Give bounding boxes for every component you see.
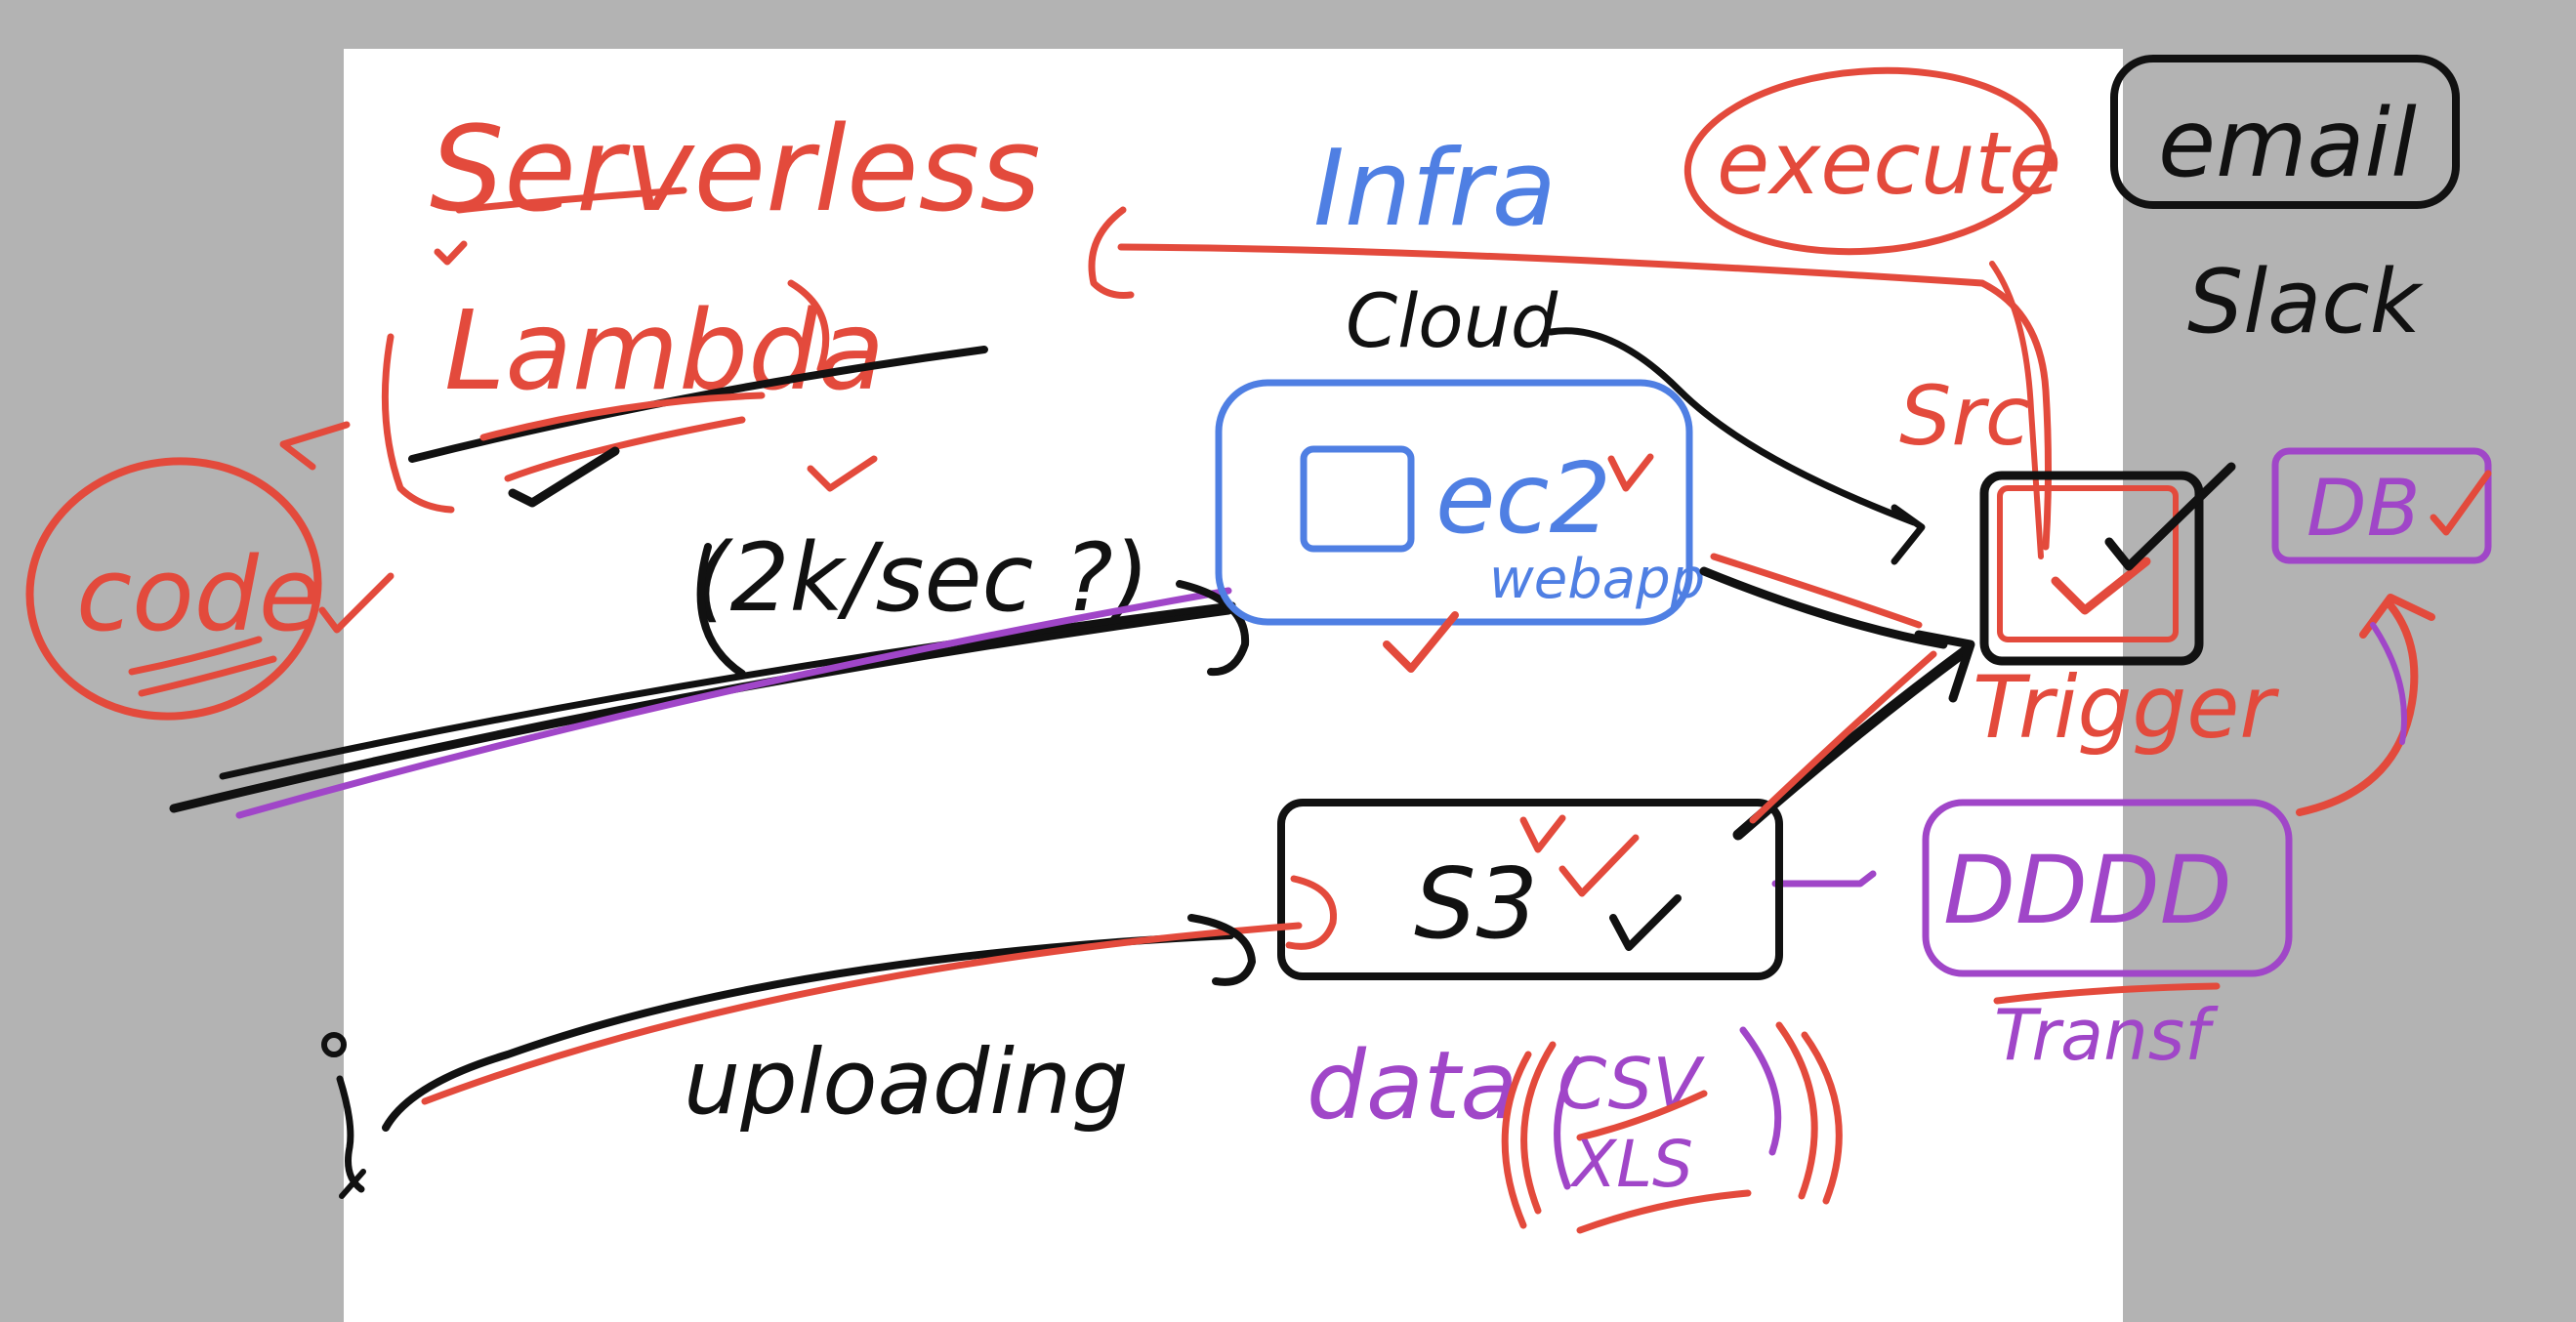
s3-tick-red-1 — [1519, 814, 1566, 853]
arrowhead-cloud-to-src — [1890, 504, 1926, 565]
execute-circle — [1683, 66, 2053, 256]
db-label: DB — [2306, 463, 2420, 554]
transform-box — [1922, 799, 2293, 977]
arrowhead-to-ec2 — [1176, 580, 1250, 677]
lambda-strike-red-2 — [504, 416, 746, 482]
slack-label: Slack — [2187, 251, 2425, 353]
xls-underline — [1576, 1189, 1752, 1234]
arrow-to-ec2-black-2 — [219, 601, 1236, 780]
lambda-tick-red — [807, 455, 878, 492]
lambda-bracket-left — [381, 333, 455, 514]
email-box — [2110, 55, 2460, 209]
s3-box — [1277, 799, 1783, 980]
data-label: data — [1307, 1031, 1517, 1140]
db-box — [2271, 447, 2492, 564]
cloud-label: Cloud — [1346, 277, 1558, 364]
code-tick — [318, 572, 395, 634]
arrow-ec2-to-trigger — [1699, 566, 1948, 649]
data-paren-left-purple — [1554, 1055, 1581, 1190]
trigger-check-black — [2104, 462, 2236, 571]
s3-label: S3 — [1414, 847, 1538, 961]
arrow-s3-to-transform — [1771, 870, 1877, 888]
arrow-to-code — [279, 421, 351, 471]
arrow-s3-to-trigger-red — [1749, 650, 1937, 824]
uploading-label: uploading — [684, 1030, 1129, 1135]
arrow-to-ec2-black — [169, 605, 1233, 813]
data-paren-right-2 — [1801, 1031, 1843, 1205]
s3-tick-red-2 — [1558, 834, 1640, 897]
trigger-check-red — [2051, 557, 2151, 615]
data-paren-right-1 — [1775, 1021, 1818, 1200]
user-foot — [339, 1169, 366, 1199]
ec2-tick — [1607, 453, 1654, 492]
arrow-cloud-to-src — [1547, 327, 1918, 526]
rate-paren-hook — [696, 543, 746, 678]
src-label: Src — [1899, 368, 2030, 464]
lambda-bracket-right — [787, 279, 830, 373]
trigger-label: Trigger — [1973, 657, 2279, 758]
arrowhead-upload — [1187, 914, 1256, 986]
ec2-label: ec2 — [1435, 441, 1611, 556]
transf-overline — [1993, 982, 2221, 1005]
arrow-to-ec2-purple — [235, 587, 1232, 819]
arrow-ec2-to-trigger-red — [1710, 553, 1923, 629]
lambda-label: Lambda — [444, 288, 885, 415]
rate-label: (2k/sec ?) — [693, 523, 1149, 633]
arrow-s3-to-trigger — [1732, 643, 1974, 841]
code-underline-2 — [138, 655, 277, 697]
trigger-box — [1979, 471, 2204, 666]
s3-tick-black — [1609, 894, 1682, 951]
transf-label: Transf — [1994, 994, 2219, 1076]
serverless-underline — [455, 186, 687, 214]
data-paren-left-1 — [1520, 1041, 1557, 1215]
lambda-strike-red — [479, 392, 766, 441]
execute-arrowhead — [1088, 206, 1135, 299]
execute-loop-line-2 — [1989, 261, 2044, 559]
code-label: code — [76, 535, 321, 654]
code-underline-1 — [128, 636, 263, 676]
infra-label: Infra — [1313, 128, 1557, 250]
data-paren-left-2 — [1501, 1051, 1532, 1229]
execute-label: execute — [1717, 113, 2061, 214]
user-head — [321, 1032, 347, 1057]
arrow-transf-to-db-purple — [2370, 622, 2407, 745]
arrow-transf-to-db — [2296, 601, 2419, 816]
dddd-label: DDDD — [1943, 836, 2232, 945]
arrow-upload-black — [382, 931, 1234, 1132]
serverless-tick — [434, 240, 468, 266]
ec2-instance-icon — [1300, 445, 1415, 553]
execute-loop-line — [1117, 243, 2052, 551]
ec2-check-red — [1383, 611, 1459, 673]
csv-xls-divider — [1576, 1090, 1708, 1141]
s3-entry-red — [1285, 875, 1337, 950]
serverless-label: Serverless — [430, 103, 1041, 238]
csv-label: CSV — [1558, 1043, 1705, 1125]
data-paren-right-purple — [1739, 1026, 1782, 1156]
arrow-upload-red — [421, 922, 1303, 1105]
trigger-box-inner — [1997, 485, 2179, 642]
email-label: email — [2158, 89, 2417, 198]
xls-label: XLS — [1569, 1127, 1693, 1202]
db-tick — [2430, 470, 2492, 536]
user-body — [336, 1075, 365, 1193]
whiteboard-page — [344, 49, 2123, 1322]
lambda-check-black — [508, 446, 620, 508]
webapp-label: webapp — [1489, 548, 1705, 611]
code-circle — [25, 457, 322, 721]
arrowhead-s3-to-trigger — [1914, 630, 1975, 703]
